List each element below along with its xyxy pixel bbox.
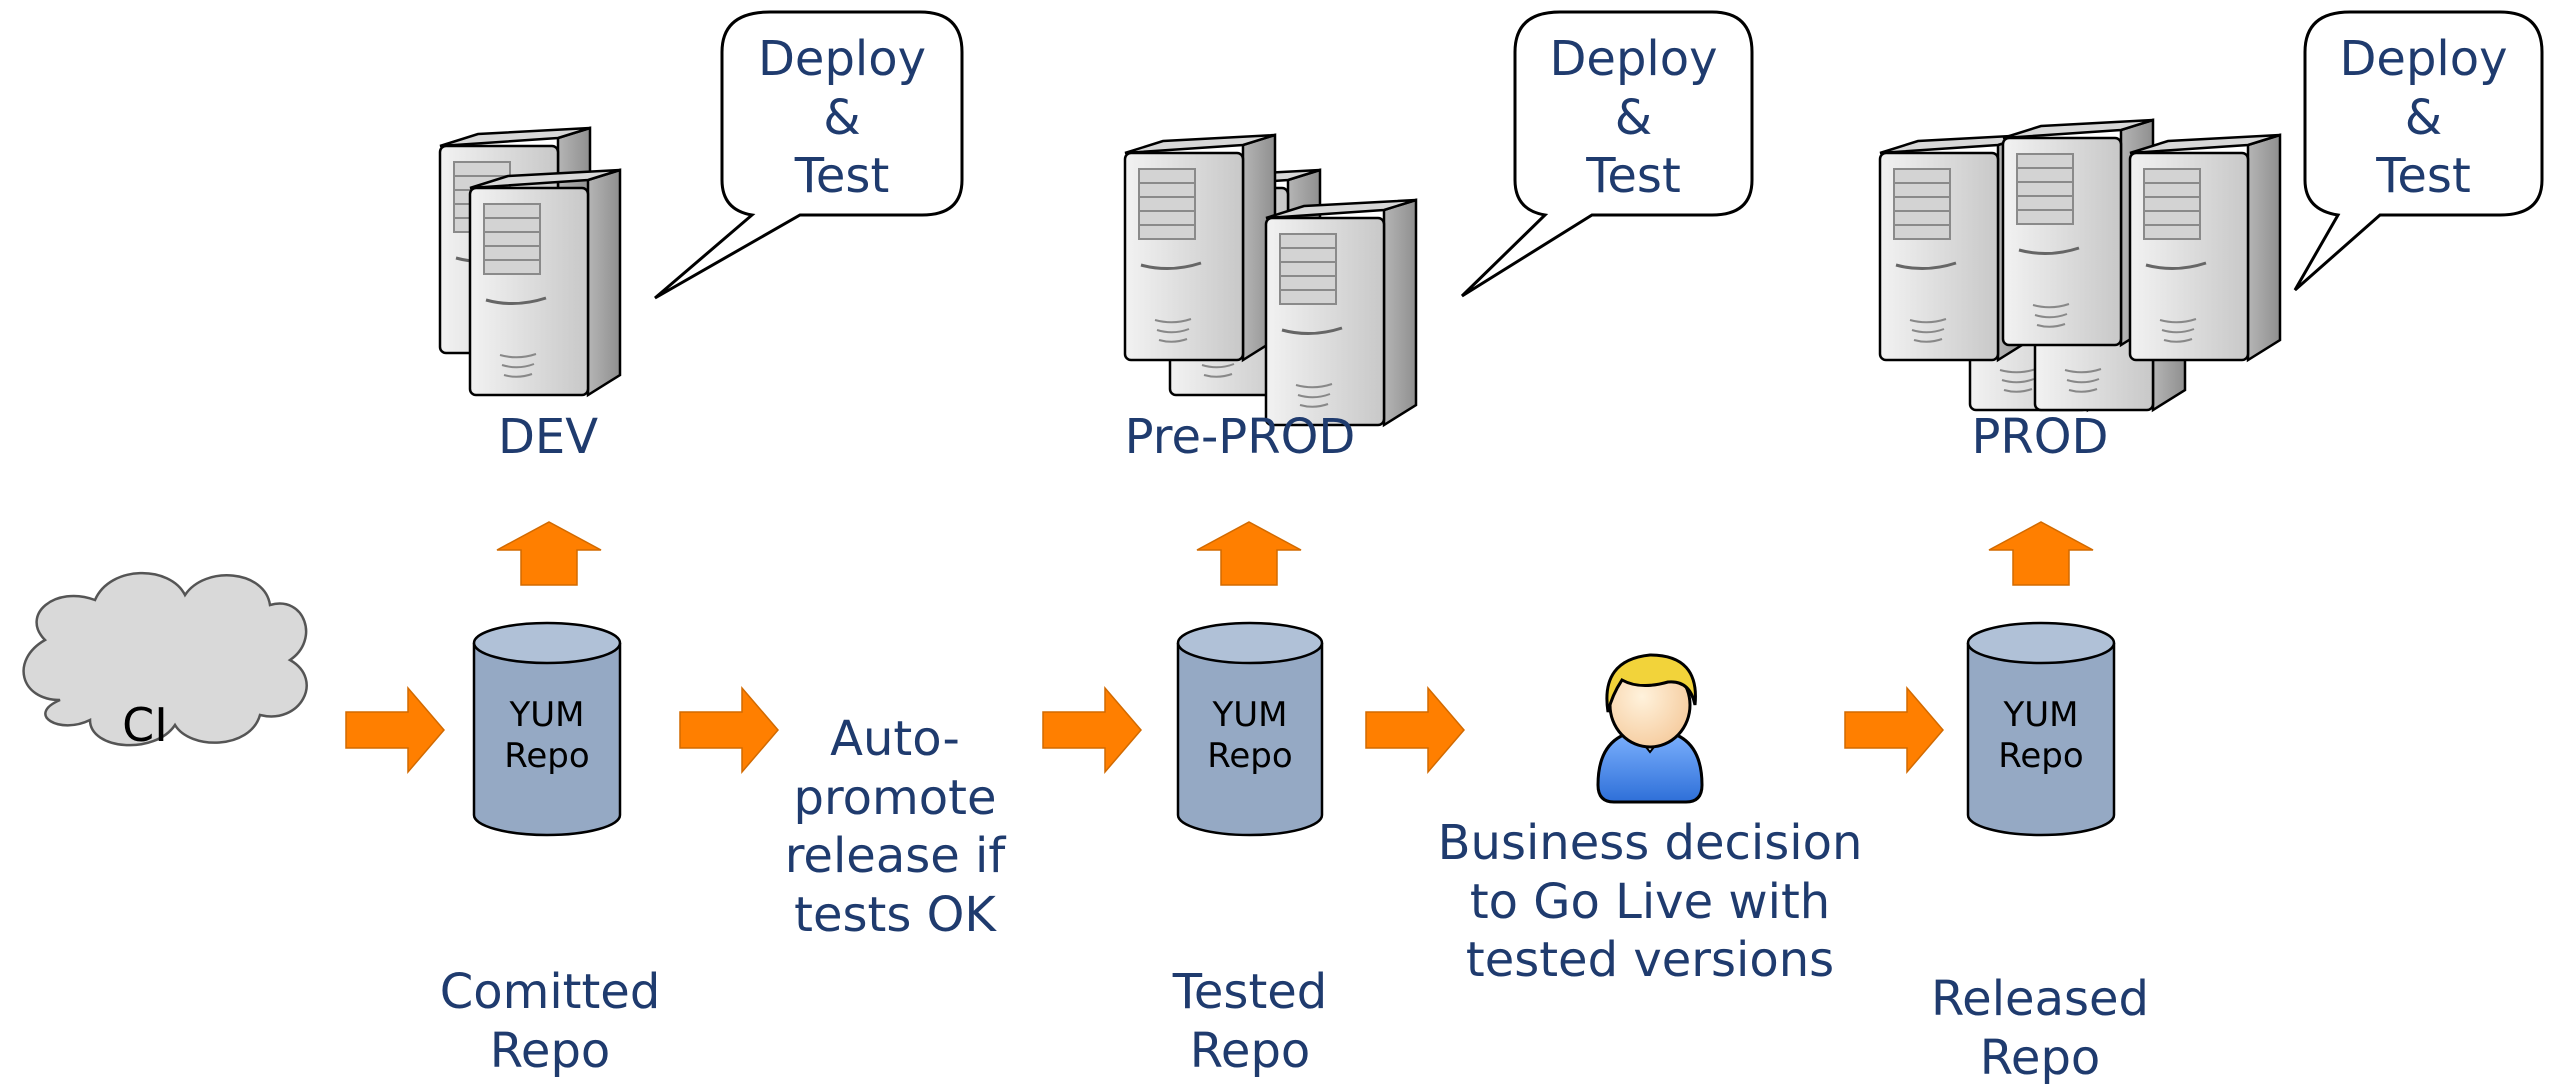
preprod-label: Pre-PROD — [1124, 409, 1356, 465]
preprod-bubble-text: Deploy & Test — [1549, 31, 1718, 205]
server-icon — [1264, 198, 1418, 427]
preprod-servers — [1123, 133, 1418, 427]
tested-repo-caption: Tested Repo — [1172, 964, 1328, 1079]
dev-bubble-text: Deploy & Test — [757, 31, 927, 205]
tested-repo-cylinder — [1176, 621, 1324, 837]
arrow-business-to-released — [1844, 687, 1944, 773]
arrow-committed-to-dev — [496, 521, 602, 586]
dev-label: DEV — [497, 409, 599, 465]
auto-promote-note: Auto- promote release if tests OK — [784, 711, 1006, 943]
committed-repo-caption: Comitted Repo — [439, 964, 661, 1079]
arrow-committed-to-auto — [679, 687, 779, 773]
committed-repo-label: YUM Repo — [504, 695, 590, 776]
server-icon — [1123, 133, 1277, 362]
prod-speech-bubble — [2293, 10, 2544, 292]
dev-speech-bubble — [654, 10, 964, 300]
arrow-released-to-prod — [1988, 521, 2094, 586]
user-icon — [1596, 653, 1704, 804]
released-repo-cylinder — [1966, 621, 2116, 837]
business-decision-note: Business decision to Go Live with tested… — [1437, 815, 1863, 989]
prod-label: PROD — [1971, 409, 2109, 465]
arrow-ci-to-committed — [345, 687, 445, 773]
released-repo-caption: Released Repo — [1930, 971, 2149, 1086]
released-repo-label: YUM Repo — [1998, 695, 2084, 776]
preprod-speech-bubble — [1460, 10, 1754, 298]
ci-label: CI — [122, 698, 168, 752]
arrow-tested-to-business — [1365, 687, 1465, 773]
prod-bubble-text: Deploy & Test — [2339, 31, 2508, 205]
committed-repo-cylinder — [472, 621, 622, 837]
dev-servers — [438, 126, 622, 397]
server-icon — [468, 168, 622, 397]
tested-repo-label: YUM Repo — [1207, 695, 1293, 776]
server-icon — [2128, 133, 2282, 362]
arrow-tested-to-preprod — [1196, 521, 1302, 586]
cloud-icon — [22, 571, 308, 747]
arrow-auto-to-tested — [1042, 687, 1142, 773]
prod-servers — [1878, 118, 2282, 412]
